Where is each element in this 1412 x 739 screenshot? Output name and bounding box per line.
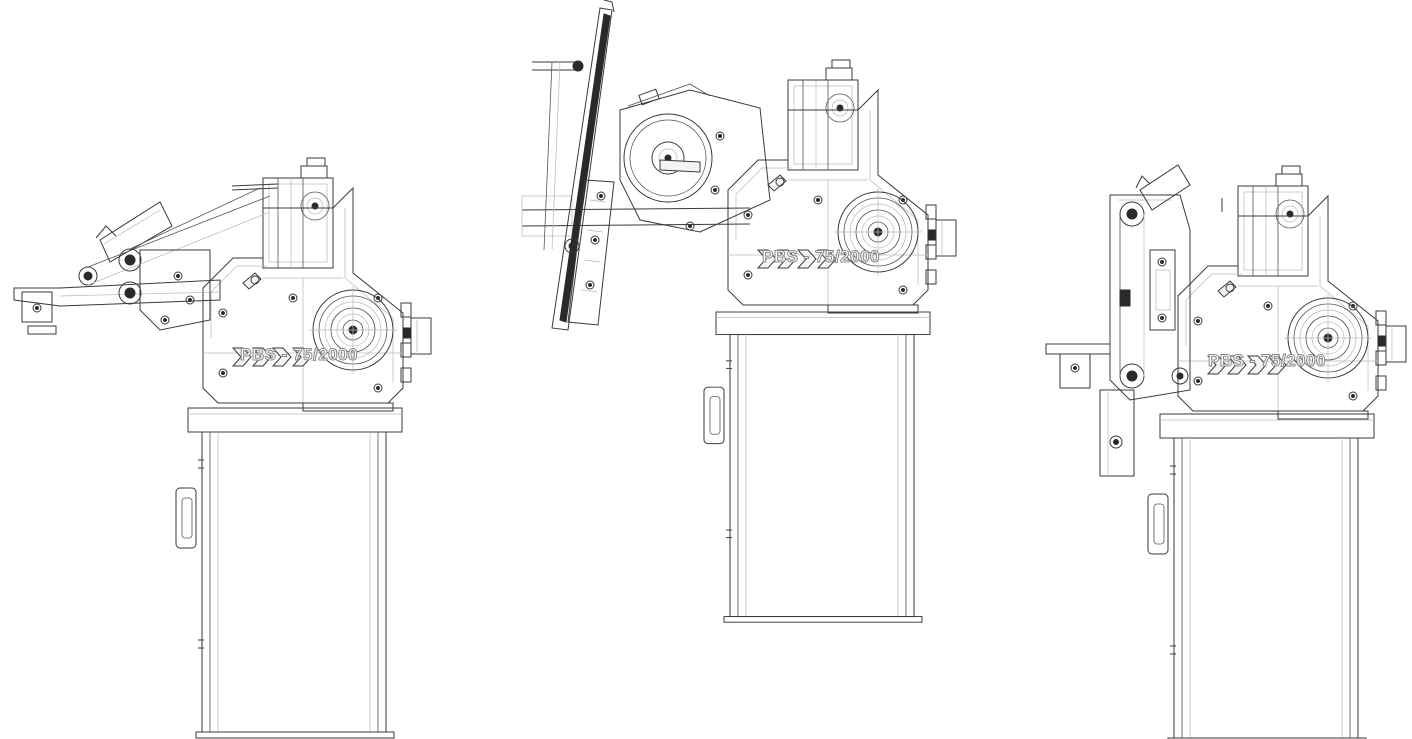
pedestal-cabinet [1147, 413, 1375, 739]
model-label: PBS - 75/2000 [762, 247, 880, 266]
tilted-belt-arm [532, 0, 615, 331]
view-right: PBS - 75/2000 [1045, 164, 1406, 739]
spool-arm-assembly [521, 83, 771, 237]
machine-head [203, 158, 431, 411]
belt-arm-assembly [13, 183, 279, 335]
model-label: PBS - 75/2000 [240, 345, 358, 364]
folded-belt-arm [1045, 164, 1223, 477]
pedestal-cabinet [703, 311, 931, 623]
pedestal-cabinet [175, 407, 403, 739]
view-left: PBS - 75/2000 [13, 158, 431, 739]
model-label: PBS - 75/2000 [1208, 351, 1326, 370]
view-center: PBS - 75/2000 [521, 0, 956, 623]
machine-head [728, 60, 956, 313]
machine-head [1178, 166, 1406, 419]
